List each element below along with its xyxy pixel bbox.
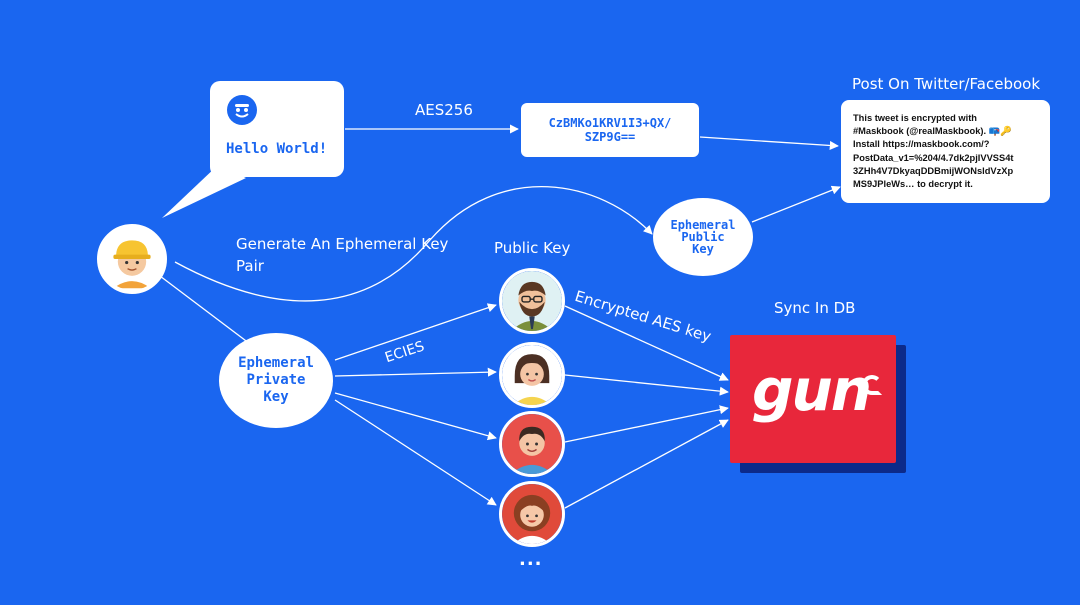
ephemeral-private-line2: Private (246, 372, 306, 388)
ephemeral-private-key-node: Ephemeral Private Key (219, 333, 333, 428)
arrow-avatar1-to-gun (564, 305, 729, 381)
gun-db-logo: gun (730, 335, 896, 463)
ephemeral-public-line3: Key (692, 242, 714, 256)
ephemeral-private-line3: Key (263, 389, 289, 405)
arrow-avatar2-to-gun (564, 374, 729, 396)
curve-user-to-public (174, 185, 653, 302)
hello-world-card: Hello World! (210, 81, 344, 177)
sync-db-label: Sync In DB (774, 299, 856, 317)
tweet-line: #Maskbook (@realMaskbook). 📪🔑 (853, 126, 1012, 137)
gun-logo-mark-icon (862, 375, 882, 395)
arrow-avatar3-to-gun (564, 405, 729, 443)
tweet-line: PostData_v1=%204/4.7dk2pjIVVSS4t (853, 152, 1014, 163)
maskbook-logo-icon (227, 95, 257, 125)
public-key-label: Public Key (494, 239, 571, 257)
arrow-private-to-avatar4 (334, 399, 497, 506)
ciphertext-line2: SZP9G== (584, 130, 636, 144)
arrow-avatar4-to-gun (564, 419, 729, 509)
recipient-avatar-woman-bob (499, 342, 565, 408)
arrow-private-to-avatar1 (334, 303, 497, 361)
gun-logo-text: gun (752, 356, 872, 424)
user-avatar (97, 224, 167, 294)
tweet-line: MS9JPleWs… to decrypt it. (853, 179, 973, 190)
recipient-avatar-man-red (499, 411, 565, 477)
tweet-card: This tweet is encrypted with #Maskbook (… (841, 100, 1050, 203)
generate-key-label-line2: Pair (236, 257, 264, 275)
ciphertext-line1: CzBMKo1KRV1I3+QX/ (548, 116, 672, 130)
tweet-line: Install https://maskbook.com/? (853, 139, 990, 150)
arrow-cipher-to-tweet (699, 136, 839, 151)
ephemeral-public-line1: Ephemeral (670, 218, 736, 232)
tweet-line: This tweet is encrypted with (853, 113, 977, 123)
hello-world-text: Hello World! (226, 141, 328, 157)
recipient-avatar-bearded (499, 268, 565, 334)
arrow-user-to-private (159, 275, 259, 351)
tweet-line: 3ZHh4V7DkyaqDDBmijWONsldVzXp (853, 165, 1014, 176)
post-on-label: Post On Twitter/Facebook (852, 75, 1041, 93)
arrow-public-to-tweet (751, 185, 841, 223)
speech-bubble-tail (162, 165, 246, 218)
more-recipients-ellipsis: ... (519, 549, 543, 570)
ciphertext-box: CzBMKo1KRV1I3+QX/ SZP9G== (521, 103, 699, 157)
generate-key-label: Generate An Ephemeral Key (236, 235, 449, 253)
aes256-label: AES256 (415, 101, 473, 119)
arrow-private-to-avatar2 (334, 367, 497, 377)
ephemeral-public-line2: Public (681, 230, 725, 244)
ephemeral-private-line1: Ephemeral (238, 355, 314, 371)
arrow-private-to-avatar3 (334, 392, 497, 441)
recipient-avatar-woman-curly (499, 481, 565, 547)
ephemeral-public-key-node: Ephemeral Public Key (653, 198, 753, 276)
